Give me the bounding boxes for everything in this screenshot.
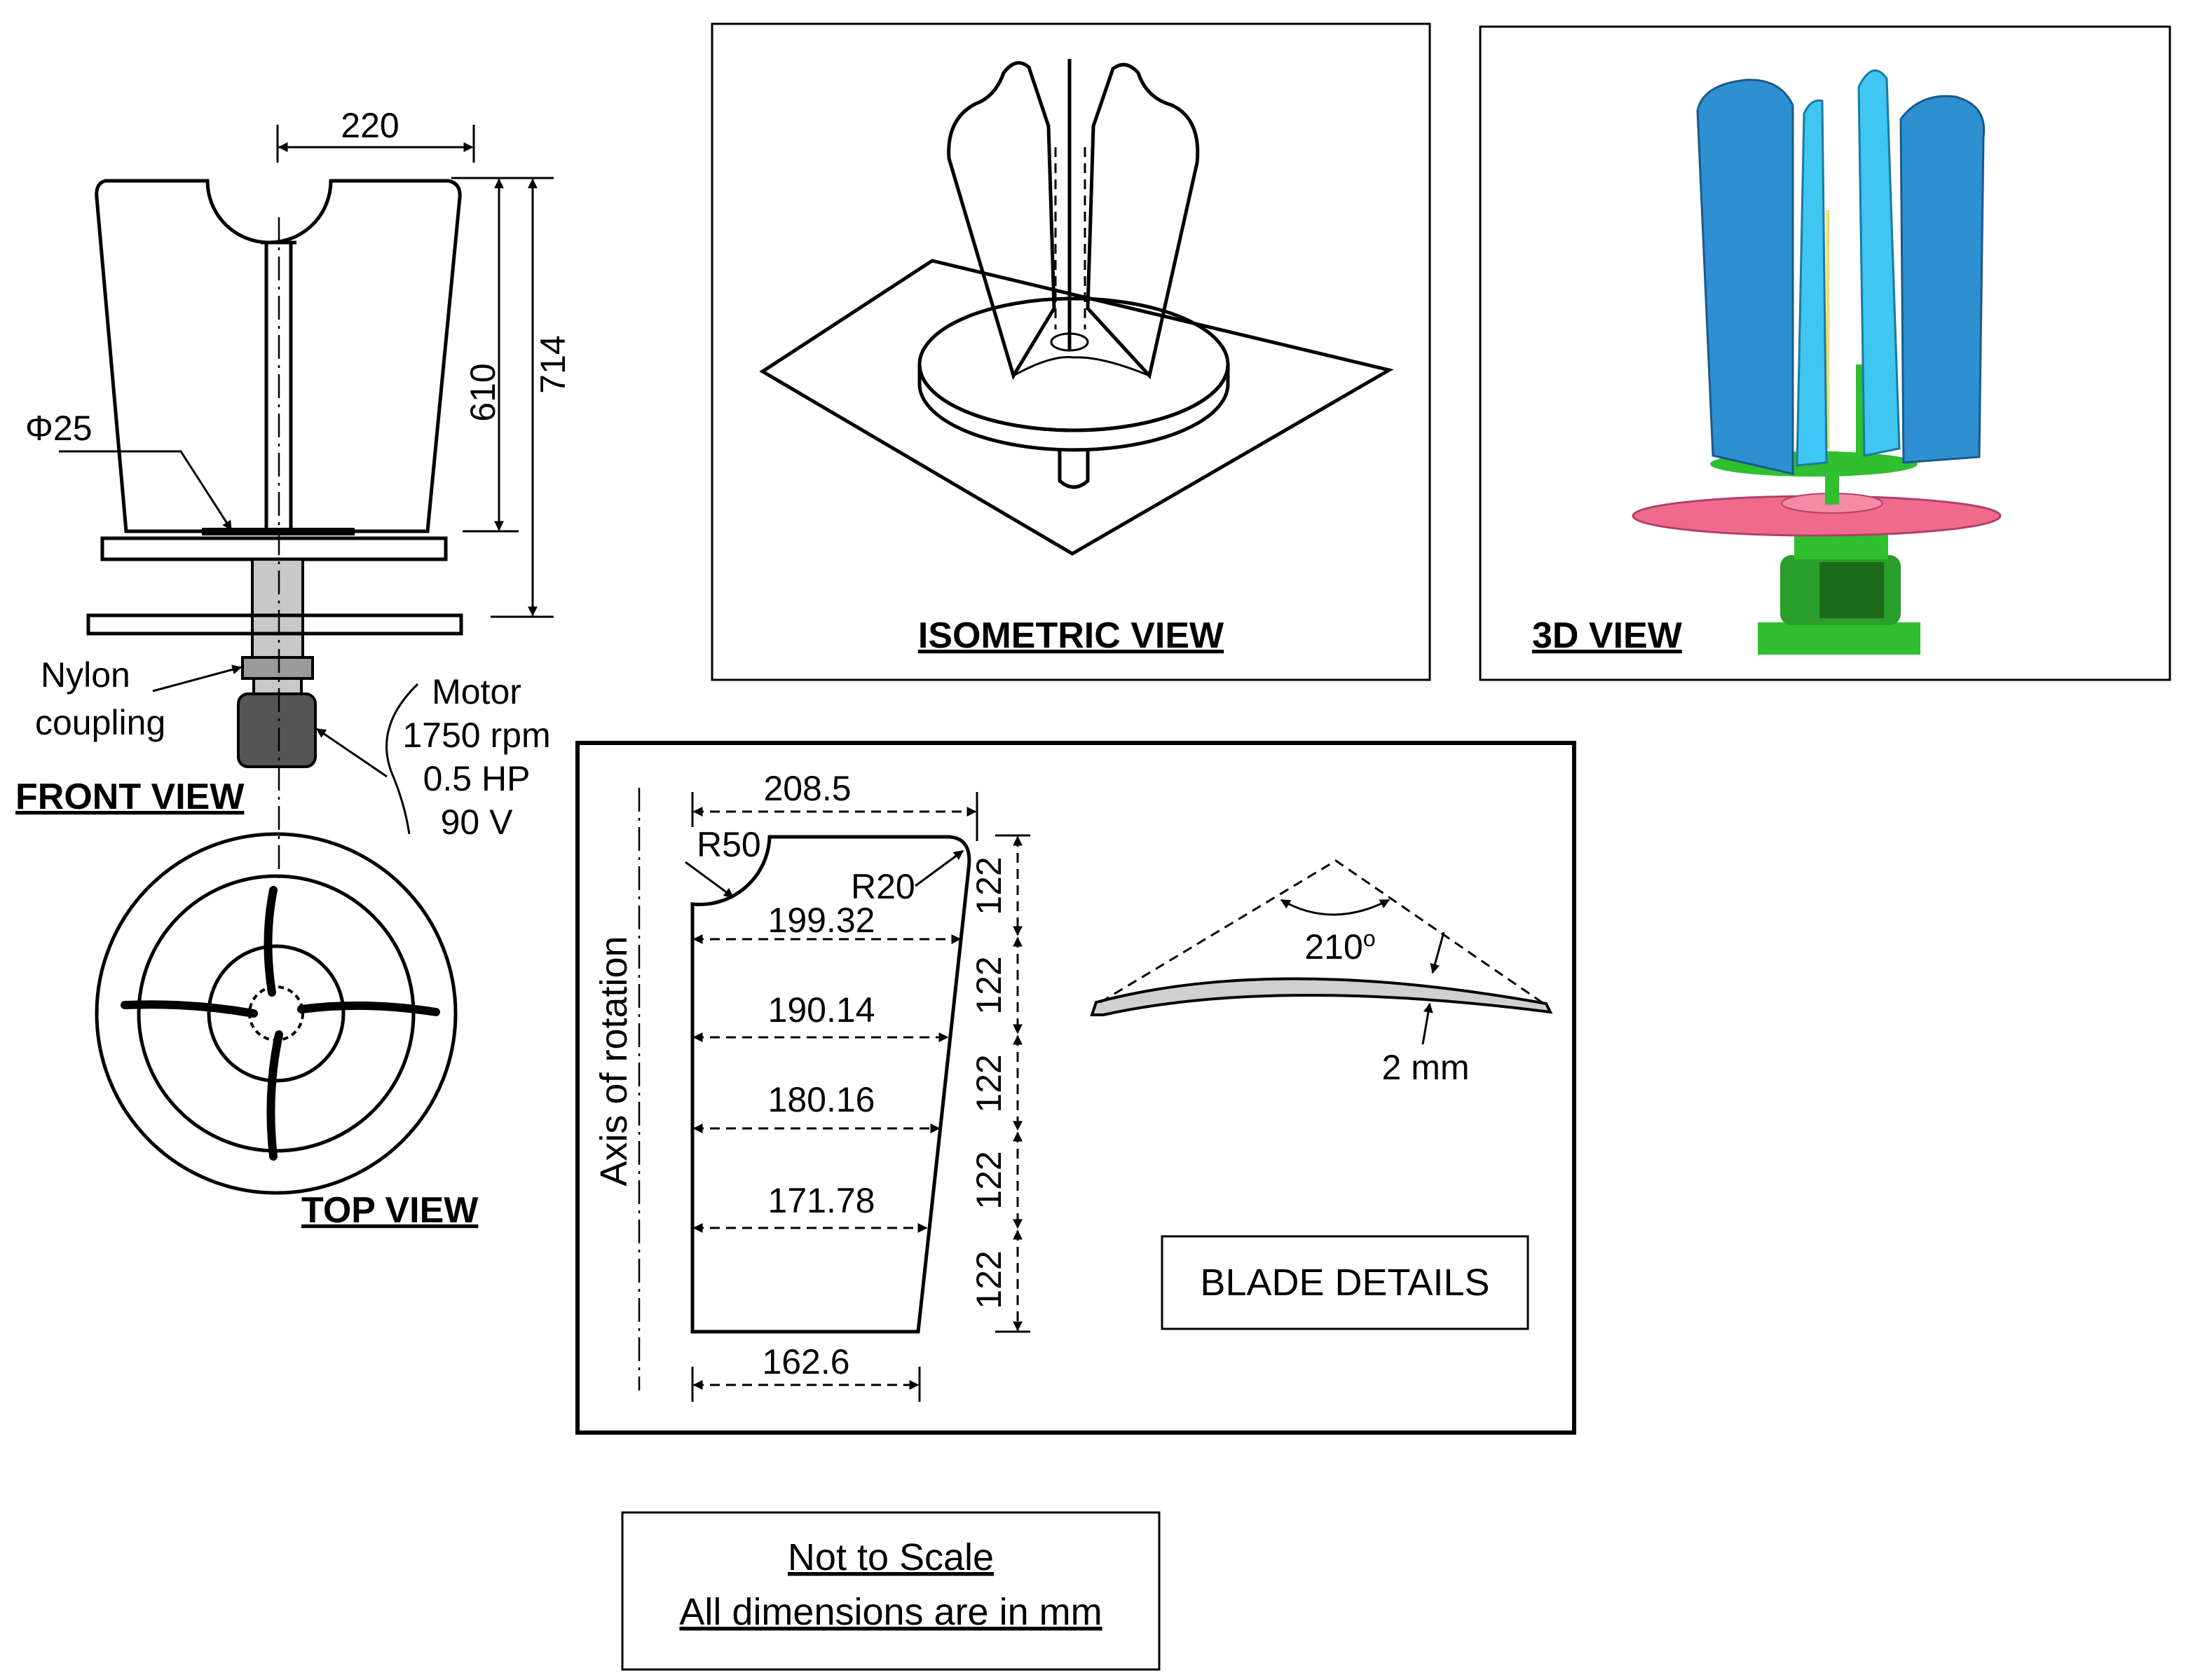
motor-label-line1: Motor xyxy=(432,672,521,711)
notes-line2: All dimensions are in mm xyxy=(679,1591,1102,1633)
top-view-rotor-circle xyxy=(137,874,416,1153)
coupling-label-line2: coupling xyxy=(35,703,165,742)
front-view-blade-outline xyxy=(95,179,462,533)
iso-lower-shaft xyxy=(1058,449,1090,489)
v3d-blade-right xyxy=(1899,95,1986,464)
blade-width-label-1: 208.5 xyxy=(763,769,851,808)
iso-blade-root xyxy=(1013,356,1150,377)
front-view-motor xyxy=(237,692,317,768)
front-view-shaft xyxy=(251,558,304,660)
top-view-title: TOP VIEW xyxy=(301,1190,479,1231)
seg-label-3: 122 xyxy=(969,1054,1009,1112)
front-view-nylon-coupling xyxy=(241,656,314,680)
dim-220-label: 220 xyxy=(341,106,399,145)
blade-details-title-box xyxy=(1161,1235,1529,1330)
view-3d: 3D VIEW xyxy=(1479,25,2171,681)
blade-radius-corner-label: R20 xyxy=(851,867,915,906)
blade-arc-angle-value: 210 xyxy=(1304,927,1362,967)
blade-axis-label: Axis of rotation xyxy=(593,936,635,1186)
top-view-outer-disc xyxy=(95,832,458,1195)
dim-shaft-dia-leader xyxy=(59,450,233,531)
blade-section-tangents xyxy=(1100,859,1543,1004)
v3d-shaft xyxy=(1825,451,1839,505)
seg-label-4: 122 xyxy=(969,1151,1009,1209)
view-3d-title: 3D VIEW xyxy=(1532,615,1683,656)
v3d-blade-center-right xyxy=(1857,69,1901,457)
notes-line1: Not to Scale xyxy=(788,1536,994,1578)
blade-radius-top-leader xyxy=(685,861,735,899)
iso-blade-left xyxy=(947,61,1056,381)
isometric-view-frame xyxy=(711,22,1431,681)
blade-radius-corner-leader xyxy=(915,849,964,887)
front-view-upper-plate xyxy=(100,536,448,561)
blade-details-frame xyxy=(575,741,1576,1435)
blade-radius-top-label: R50 xyxy=(697,825,761,864)
isometric-view: ISOMETRIC VIEW xyxy=(711,22,1431,681)
blade-width-label-5: 171.78 xyxy=(768,1181,875,1220)
notes: Not to Scale All dimensions are in mm xyxy=(621,1511,1161,1671)
blade-profile xyxy=(690,835,971,1334)
blade-width-label-3: 190.14 xyxy=(768,990,875,1030)
blade-arc-angle-marker xyxy=(1280,899,1391,916)
v3d-motor-base xyxy=(1758,622,1920,655)
view-3d-frame xyxy=(1479,25,2171,681)
blade-thickness-arrow-bottom xyxy=(1421,1002,1433,1045)
iso-ground-plate xyxy=(759,259,1394,556)
front-view: 220 610 714 Φ25 Nylon coupling Motor 175… xyxy=(15,106,573,883)
coupling-leader xyxy=(152,664,242,692)
blade-details-title: BLADE DETAILS xyxy=(1200,1262,1489,1304)
seg-label-1: 122 xyxy=(969,856,1009,915)
motor-label-line2: 1750 rpm xyxy=(402,716,550,755)
iso-hub xyxy=(1050,332,1089,352)
dim-610-label: 610 xyxy=(463,363,503,421)
blade-arc-angle-label: 210o xyxy=(1304,926,1375,967)
front-view-shaft-slot xyxy=(261,240,296,531)
v3d-motor-fins xyxy=(1819,562,1884,618)
motor-label-line3: 0.5 HP xyxy=(423,759,531,798)
top-view-blade-bottom xyxy=(266,1030,283,1161)
front-view-coupling-hub xyxy=(252,677,303,695)
v3d-blade-left xyxy=(1696,78,1794,475)
blade-width-label-2: 199.32 xyxy=(768,901,875,940)
motor-leader xyxy=(315,728,388,778)
v3d-blade-center-left xyxy=(1796,99,1828,467)
seg-label-5: 122 xyxy=(969,1250,1009,1309)
front-view-lower-plate xyxy=(86,613,463,636)
dim-shaft-dia-label: Φ25 xyxy=(25,409,93,448)
dim-714-label: 714 xyxy=(533,335,573,393)
top-view-blade-right xyxy=(297,1001,440,1016)
notes-box xyxy=(621,1511,1161,1671)
top-view-blade-top xyxy=(264,886,278,997)
motor-brace xyxy=(385,683,419,835)
front-view-title: FRONT VIEW xyxy=(15,777,245,817)
blade-section xyxy=(1090,977,1553,1016)
seg-label-2: 122 xyxy=(969,956,1009,1014)
blade-thickness-label: 2 mm xyxy=(1382,1048,1470,1087)
iso-disc-rim xyxy=(917,364,1230,452)
coupling-label-line1: Nylon xyxy=(41,655,130,695)
blade-arc-angle-unit: o xyxy=(1363,926,1376,951)
blade-width-label-6: 162.6 xyxy=(762,1342,849,1381)
iso-disc-top xyxy=(917,296,1230,432)
iso-blade-right xyxy=(1086,62,1200,380)
motor-label-line4: 90 V xyxy=(441,803,514,842)
blade-thickness-arrow-top xyxy=(1430,931,1445,974)
isometric-view-title: ISOMETRIC VIEW xyxy=(918,615,1224,656)
top-view: TOP VIEW xyxy=(95,832,479,1231)
blade-details: Axis of rotation 208.5 199.32 190.14 180… xyxy=(575,741,1576,1435)
blade-width-label-4: 180.16 xyxy=(768,1080,875,1119)
top-view-blade-left xyxy=(121,1000,258,1018)
